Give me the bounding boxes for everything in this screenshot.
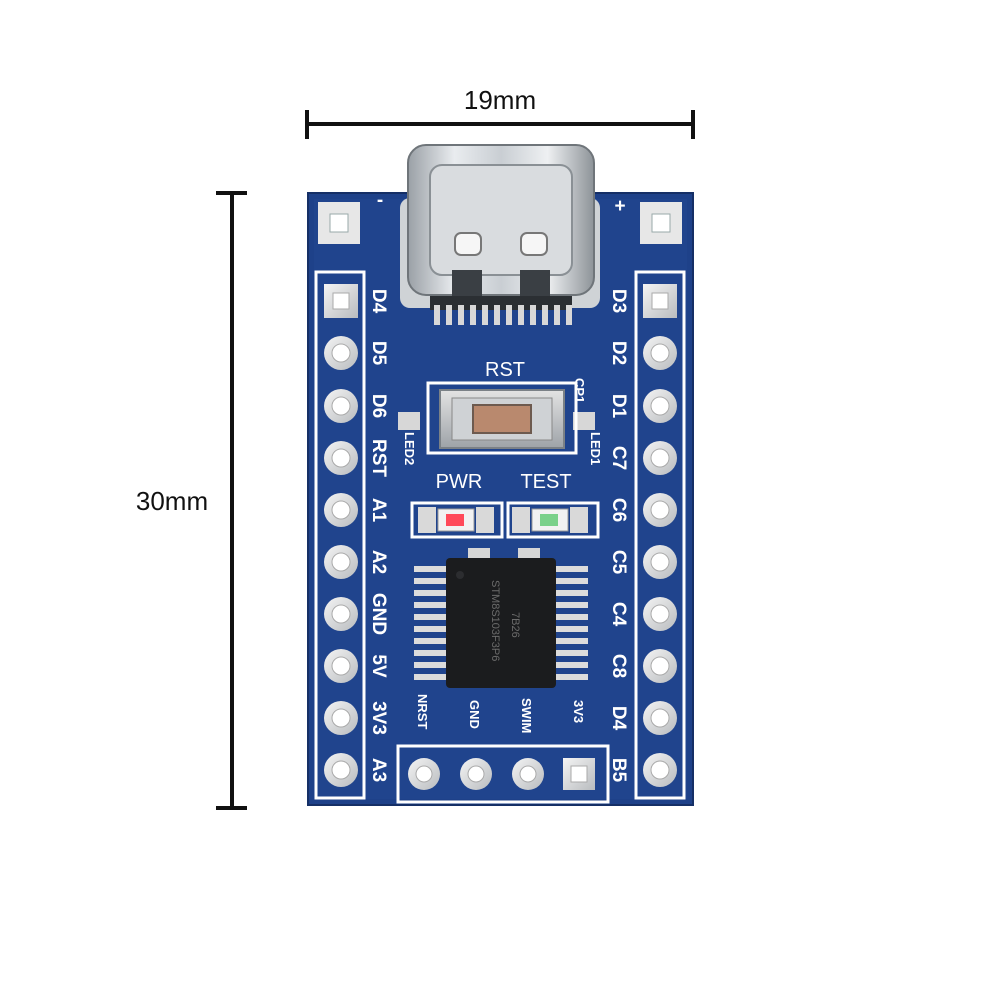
left-pad — [324, 336, 358, 370]
capacitor — [468, 548, 490, 560]
left-pin-label: 3V3 — [368, 701, 389, 735]
left-pad-square — [324, 284, 358, 318]
width-dimension: 19mm — [305, 85, 695, 139]
mcu-chip: STM8S103F3P6 7B26 — [414, 558, 588, 688]
right-pad — [643, 753, 677, 787]
left-pin-label: A2 — [368, 550, 389, 574]
bottom-pin-label: SWIM — [519, 698, 534, 733]
bottom-pin-label: NRST — [415, 694, 430, 729]
left-pad — [324, 649, 358, 683]
left-pad — [324, 597, 358, 631]
left-header-outline — [314, 270, 366, 800]
right-pin-label: C4 — [608, 602, 629, 627]
pcb-board: - + — [307, 144, 694, 806]
reset-label: RST — [485, 359, 525, 381]
left-pad — [324, 493, 358, 527]
bottom-pad — [460, 758, 492, 790]
height-label: 30mm — [136, 486, 208, 516]
left-pin-label: D5 — [368, 341, 389, 366]
cap-label: CP1 — [572, 378, 587, 403]
left-pad — [324, 389, 358, 423]
right-pad — [643, 545, 677, 579]
bottom-pad-square — [563, 758, 595, 790]
bottom-pin-pads — [408, 758, 595, 790]
bottom-pin-label: GND — [467, 700, 482, 729]
right-pin-label: C6 — [608, 498, 629, 522]
right-pin-labels: D3 D2 D1 C7 C6 C5 C4 C8 D4 B5 — [608, 289, 629, 783]
corner-pad-right — [640, 202, 682, 244]
reset-button: RST — [398, 359, 595, 455]
left-pad — [324, 441, 358, 475]
chip-marking: STM8S103F3P6 — [489, 580, 501, 661]
right-pin-pads — [643, 284, 677, 787]
right-pad — [643, 597, 677, 631]
left-pin-label: 5V — [368, 654, 389, 678]
left-pin-label: A3 — [368, 758, 389, 782]
bottom-pad — [512, 758, 544, 790]
right-pin-label: C8 — [608, 654, 629, 678]
corner-mark-minus: - — [377, 190, 383, 211]
corner-pad-left — [318, 202, 360, 244]
right-pad — [643, 649, 677, 683]
right-pin-label: D2 — [608, 341, 629, 365]
left-pin-label: RST — [368, 439, 389, 477]
left-pad — [324, 753, 358, 787]
test-led — [506, 501, 600, 539]
led1-label: LED1 — [588, 432, 603, 465]
right-pin-label: C5 — [608, 550, 629, 575]
right-pad — [643, 389, 677, 423]
usb-c-connector — [400, 144, 600, 325]
left-pad — [324, 701, 358, 735]
left-pin-labels: D4 D5 D6 RST A1 A2 GND 5V 3V3 A3 — [368, 289, 389, 782]
right-pin-label: B5 — [608, 758, 629, 783]
right-pad — [643, 493, 677, 527]
right-pad — [643, 701, 677, 735]
left-pin-label: D6 — [368, 394, 389, 418]
left-pin-label: D4 — [368, 289, 389, 314]
left-pin-pads — [324, 284, 358, 787]
pwr-label: PWR — [436, 471, 483, 493]
right-pad — [643, 441, 677, 475]
left-pin-label: A1 — [368, 498, 389, 523]
right-header-outline — [634, 270, 686, 800]
pwr-led — [410, 501, 504, 539]
right-pin-label: D3 — [608, 289, 629, 313]
corner-mark-plus: + — [614, 196, 625, 217]
bottom-pin-label: 3V3 — [571, 700, 586, 723]
right-pin-label: D1 — [608, 394, 629, 419]
left-pin-label: GND — [368, 593, 389, 635]
right-pad — [643, 336, 677, 370]
right-pad-square — [643, 284, 677, 318]
led2-label: LED2 — [402, 432, 417, 465]
right-pin-label: C7 — [608, 446, 629, 470]
left-pad — [324, 545, 358, 579]
bottom-pad — [408, 758, 440, 790]
capacitor — [518, 548, 540, 560]
right-pin-label: D4 — [608, 706, 629, 731]
chip-marking: 7B26 — [509, 612, 521, 638]
test-label: TEST — [520, 471, 571, 493]
width-label: 19mm — [464, 85, 536, 115]
bottom-header-outline — [396, 744, 610, 804]
bottom-pin-labels: NRST GND SWIM 3V3 — [415, 694, 586, 733]
height-dimension: 30mm — [136, 191, 247, 810]
